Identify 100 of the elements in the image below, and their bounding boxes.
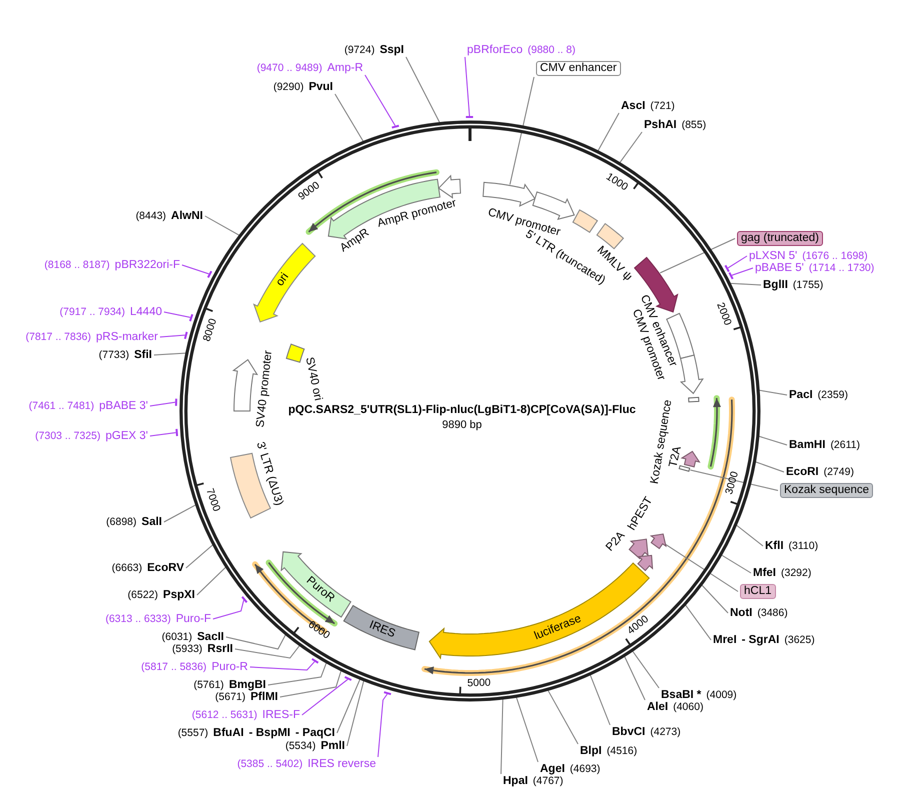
primer-position: (9880 .. 8) <box>528 44 576 56</box>
leader-line <box>406 56 440 124</box>
enzyme-name: BmgBI <box>228 679 266 691</box>
site-position: (7733) <box>98 349 130 361</box>
site-position: (4009) <box>706 689 737 701</box>
leader-line <box>598 112 620 152</box>
plasmid-name: pQC.SARS2_5'UTR(SL1)-Flip-nluc(LgBiT1-8)CP[CoVA(SA)]-Fluc <box>288 404 636 416</box>
leader-line <box>664 542 738 592</box>
leader-line <box>336 678 360 734</box>
enzyme-name: SacII <box>197 631 224 643</box>
scale-label: 7000 <box>203 486 222 513</box>
leader-line <box>728 256 748 268</box>
enzyme-name: MfeI <box>753 567 776 579</box>
enzyme-name: RsrII <box>207 643 233 655</box>
primer-name: Amp-R <box>327 62 363 74</box>
primer-name: pBABE 5' <box>755 262 804 274</box>
leader-line <box>660 238 736 274</box>
site-position: (5557) <box>178 727 208 739</box>
leader-line <box>509 76 534 185</box>
site-position: (4693) <box>570 763 600 775</box>
enzyme-name: BfuAI <box>213 727 244 739</box>
site-position: (3625) <box>784 634 815 646</box>
leader-line <box>632 650 660 688</box>
scale-label: 5000 <box>466 676 490 690</box>
scale-label: 1000 <box>603 170 630 194</box>
leader-line <box>758 390 788 396</box>
enzyme-name: EcoRI <box>786 466 819 478</box>
leader-line <box>334 94 364 142</box>
primer-name: pBRforEco <box>467 44 523 56</box>
enzyme-name: SfiI <box>134 349 152 361</box>
leader-line <box>186 544 214 568</box>
feature-callout: gag (truncated) <box>737 231 823 246</box>
site-position: (8443) <box>136 210 166 222</box>
site-position: (4060) <box>673 701 704 713</box>
leader-line <box>196 566 226 596</box>
enzyme-name: SspI <box>380 44 404 56</box>
site-position: (1755) <box>792 279 824 291</box>
enzyme-name: SalI <box>142 516 162 528</box>
primer-position: (9470 .. 9489) <box>256 62 322 74</box>
enzyme-name: BsaBI * <box>661 689 702 701</box>
primer-position: (6313 .. 6333) <box>105 613 171 625</box>
leader-line <box>234 645 300 659</box>
enzyme-name: BglII <box>763 279 788 291</box>
primer-name: Puro-F <box>176 613 211 625</box>
leader-line <box>212 600 244 620</box>
enzyme-name: KflI <box>765 540 784 552</box>
enzyme-name: PacI <box>789 389 813 401</box>
leader-line <box>268 662 327 686</box>
leader-line <box>150 432 176 436</box>
primer-name: Puro-R <box>212 661 248 673</box>
site-position: (6522) <box>128 589 158 601</box>
scale-label: 8000 <box>201 316 220 343</box>
primer-name: IRES-F <box>262 709 300 721</box>
site-position: (6031) <box>162 631 192 643</box>
enzyme-name: AlwNI <box>171 210 203 222</box>
leader-line <box>150 402 176 406</box>
enzyme-name: EcoRV <box>147 562 184 574</box>
enzyme-name: AscI <box>621 100 646 112</box>
feature-label: P2A <box>604 530 628 555</box>
leader-line <box>736 524 764 546</box>
leader-line <box>590 674 610 726</box>
site-position: (6898) <box>106 516 137 528</box>
feature-label: SV40 promoter <box>254 350 276 429</box>
primer-position: (5817 .. 5836) <box>141 661 207 673</box>
leader-line <box>516 696 538 762</box>
enzyme-name: MreI <box>713 634 737 646</box>
primer-position: (7461 .. 7481) <box>28 400 94 412</box>
site-position: (4516) <box>606 745 638 757</box>
leader-line <box>731 268 754 276</box>
leader-line <box>302 678 348 716</box>
leader-line <box>164 312 191 318</box>
scale-label: 2000 <box>714 300 734 327</box>
primer-position: (7817 .. 7836) <box>26 331 92 343</box>
feature-label: IRES <box>366 618 396 641</box>
enzyme-name: AgeI <box>540 763 565 775</box>
leader-line <box>690 470 778 491</box>
leader-line <box>464 56 470 116</box>
site-position: (721) <box>650 100 675 112</box>
enzyme-name: - SgrAI <box>742 634 780 646</box>
enzyme-name: PvuI <box>308 81 333 93</box>
leader-line <box>500 698 504 774</box>
leader-line <box>721 554 752 574</box>
enzyme-name: PspXI <box>163 589 195 601</box>
leader-line <box>685 604 712 640</box>
leader-line <box>701 584 728 614</box>
site-position: (855) <box>682 119 706 131</box>
leader-line <box>619 132 642 164</box>
site-position: (4767) <box>532 775 564 787</box>
site-position: (3486) <box>757 607 788 619</box>
leader-line <box>250 661 316 671</box>
site-position: (5671) <box>215 691 246 703</box>
primer-name: pLXSN 5' <box>749 250 798 262</box>
leader-line <box>346 680 364 746</box>
primer-name: pGEX 3' <box>106 430 148 442</box>
site-position: (9290) <box>273 81 304 93</box>
feature-label: T2A <box>667 445 685 469</box>
enzyme-name: PmlI <box>320 740 345 752</box>
leader-line <box>547 690 578 744</box>
leader-line <box>154 352 186 356</box>
leader-line <box>364 74 396 126</box>
